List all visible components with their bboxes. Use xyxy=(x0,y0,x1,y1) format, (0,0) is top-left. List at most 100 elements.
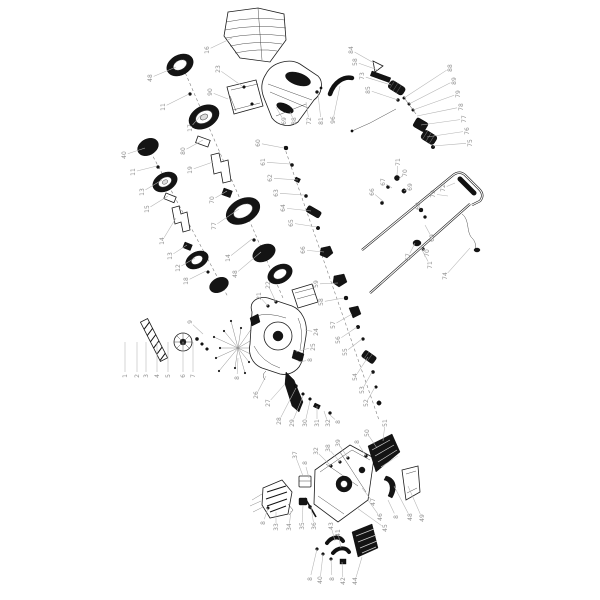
leader-line xyxy=(446,182,456,187)
part-number-label: 7 xyxy=(190,374,197,378)
leader-line xyxy=(317,93,321,118)
part-number-label: 70 xyxy=(402,169,409,177)
leader-line xyxy=(409,242,416,254)
leader-line xyxy=(412,95,455,111)
part-number-label: 62 xyxy=(267,174,274,182)
leader-line xyxy=(363,371,373,387)
part-number-label: 33 xyxy=(273,523,280,531)
leader-line xyxy=(403,188,407,192)
part-number-label: 90 xyxy=(207,88,214,96)
part-number-label: 26 xyxy=(253,391,260,399)
part-number-label: 41 xyxy=(335,529,342,537)
leader-line xyxy=(358,445,367,457)
part-number-label: 70 xyxy=(424,249,431,257)
motor-cover-drawing xyxy=(261,60,323,126)
leader-line xyxy=(426,131,464,138)
part-number-label: 9 xyxy=(187,320,194,324)
part-number-label: 14 xyxy=(225,254,232,262)
part-number-label: 13 xyxy=(139,188,146,196)
leader-line xyxy=(320,553,324,577)
part-number-label: 39 xyxy=(335,439,342,447)
part-number-label: 8 xyxy=(329,577,336,581)
blade-drawing xyxy=(139,318,169,362)
part-number-label: 89 xyxy=(451,77,458,85)
part-number-label: 63 xyxy=(273,189,280,197)
part-number-label: 73 xyxy=(430,190,437,198)
leader-line xyxy=(237,251,262,272)
part-number-label: 8 xyxy=(393,515,400,519)
leader-line xyxy=(230,238,253,256)
leader-line xyxy=(215,190,228,199)
leader-line xyxy=(293,395,304,420)
leader-line xyxy=(294,223,318,228)
part-number-label: 35 xyxy=(299,522,306,530)
leader-line xyxy=(173,244,188,255)
part-number-label: 48 xyxy=(147,74,154,82)
leader-line xyxy=(354,51,375,64)
linkage-axis-line xyxy=(283,145,380,421)
leader-line xyxy=(416,107,458,117)
chute-hook-drawing xyxy=(327,75,355,97)
leader-line xyxy=(193,161,214,169)
leader-line xyxy=(420,119,461,126)
part-number-label: 22 xyxy=(265,281,272,289)
part-number-label: 34 xyxy=(286,523,293,531)
part-number-label: 40 xyxy=(317,576,324,584)
chute-ramp-drawing xyxy=(291,283,319,309)
leader-line xyxy=(145,179,163,191)
part-number-label: 96 xyxy=(330,116,337,124)
leader-line xyxy=(338,536,342,549)
rear-cover-drawing xyxy=(351,523,379,558)
part-number-label: 17 xyxy=(187,124,194,132)
leader-line xyxy=(318,453,332,467)
part-number-label: 28 xyxy=(276,417,283,425)
part-number-label: 75 xyxy=(467,139,474,147)
leader-line xyxy=(387,499,395,514)
leader-line xyxy=(280,387,297,418)
part-number-label: 84 xyxy=(348,46,355,54)
deck-housing-drawing xyxy=(249,297,307,375)
leader-line xyxy=(296,458,304,477)
leader-line xyxy=(408,82,451,105)
leader-line xyxy=(358,63,379,71)
part-number-label: 57 xyxy=(330,321,337,329)
leader-line xyxy=(306,250,325,253)
part-number-label: 77 xyxy=(461,115,468,123)
leader-line xyxy=(166,93,190,106)
leader-line xyxy=(348,338,363,350)
leader-line xyxy=(279,193,305,196)
part-number-label: 27 xyxy=(265,399,272,407)
leader-line xyxy=(264,507,269,520)
leader-line xyxy=(192,324,204,335)
leader-line xyxy=(371,91,399,101)
part-number-label: 23 xyxy=(215,65,222,73)
part-number-label: 72 xyxy=(440,184,447,192)
leader-line xyxy=(365,76,392,86)
leader-line xyxy=(407,485,421,515)
battery-cover-drawing xyxy=(364,433,401,473)
leader-line xyxy=(301,504,304,523)
leader-line xyxy=(186,139,204,150)
part-number-label: 2 xyxy=(134,374,141,378)
part-number-label: 12 xyxy=(175,264,182,272)
part-number-label: 88 xyxy=(291,117,298,125)
leader-line xyxy=(181,257,196,267)
part-number-label: 85 xyxy=(365,86,372,94)
part-number-label: 36 xyxy=(311,522,318,530)
part-number-label: 5 xyxy=(165,374,172,378)
part-number-label: 54 xyxy=(352,373,359,381)
wiring-parts-group xyxy=(287,497,317,518)
part-number-label: 52 xyxy=(363,399,370,407)
leader-line xyxy=(382,426,385,442)
axle-axis-line xyxy=(180,62,284,299)
leader-line xyxy=(236,357,239,375)
leader-line xyxy=(275,106,283,118)
leader-line xyxy=(261,298,269,307)
part-number-label: 64 xyxy=(280,204,287,212)
leader-line xyxy=(355,556,363,578)
leader-line xyxy=(393,485,409,514)
part-number-label: 8 xyxy=(335,420,342,424)
leader-line xyxy=(221,71,243,87)
part-number-label: 8 xyxy=(354,440,361,444)
